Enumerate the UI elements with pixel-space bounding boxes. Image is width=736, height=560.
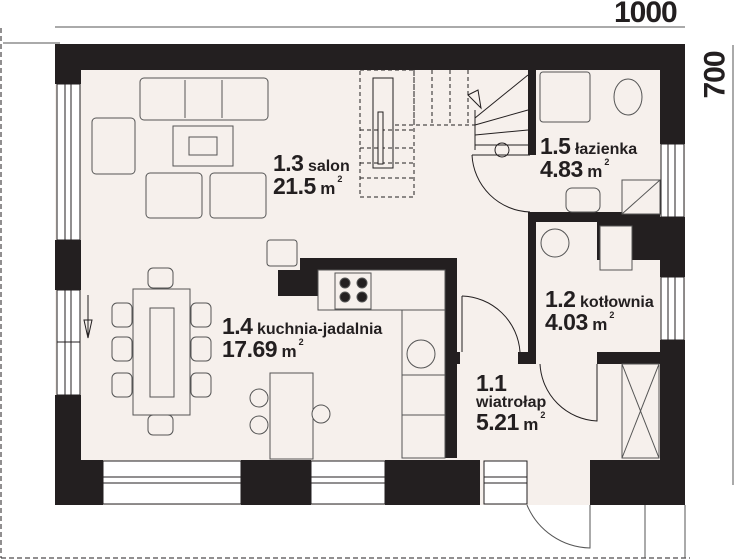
sofa [91,77,298,267]
staircase [359,69,529,198]
interior-doors [461,154,598,422]
site-boundary [0,28,690,559]
width-dimension: 1000 [614,0,678,29]
bathroom-fixtures [539,71,661,459]
dining-set [111,267,331,460]
height-dimension: 700 [698,51,732,99]
windows [56,83,685,505]
kitchen-counter [317,269,446,459]
exterior-walls [55,44,685,505]
entry-door [526,504,591,549]
